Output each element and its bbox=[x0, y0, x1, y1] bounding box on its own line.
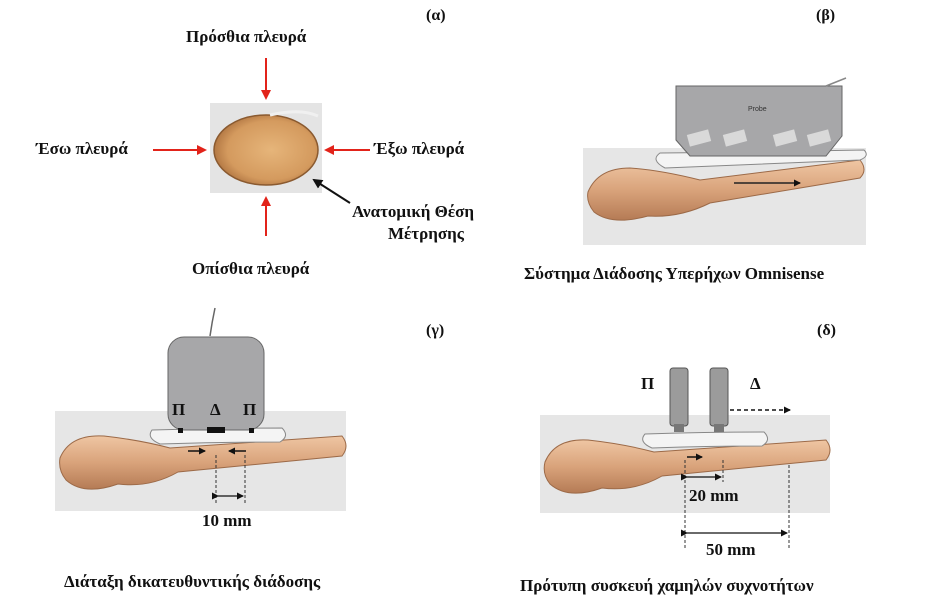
panel-c-graphic bbox=[55, 308, 346, 511]
distance-d-small: 20 mm bbox=[689, 486, 739, 506]
marker-c-right: Π bbox=[243, 400, 256, 420]
marker-c-center: Δ bbox=[210, 400, 221, 420]
gel-pad-d bbox=[643, 432, 768, 448]
label-medial-side: Έσω πλευρά bbox=[36, 139, 128, 159]
probe-label-b: Probe bbox=[748, 106, 767, 113]
marker-c-left: Π bbox=[172, 400, 185, 420]
panel-c-id: (γ) bbox=[426, 322, 444, 340]
caption-c: Διάταξη δικατευθυντικής διάδοσης bbox=[64, 572, 320, 592]
probe-b bbox=[676, 86, 842, 156]
panel-b-graphic bbox=[583, 78, 866, 245]
probe-receiver bbox=[710, 368, 728, 426]
label-lateral-side: Έξω πλευρά bbox=[374, 139, 464, 159]
panel-b-id: (β) bbox=[816, 7, 835, 25]
panel-a-graphic bbox=[153, 58, 370, 236]
label-measurement-site-line1: Ανατομική Θέση bbox=[352, 202, 474, 222]
bone-cross-section bbox=[214, 115, 318, 185]
label-anterior-side: Πρόσθια πλευρά bbox=[186, 27, 306, 47]
marker-d-right: Δ bbox=[750, 374, 761, 394]
marker-d-left: Π bbox=[641, 374, 654, 394]
distance-c: 10 mm bbox=[202, 511, 252, 531]
distance-d-large: 50 mm bbox=[706, 540, 756, 560]
label-measurement-site-line2: Μέτρησης bbox=[388, 224, 464, 244]
caption-d: Πρότυπη συσκευή χαμηλών συχνοτήτων bbox=[520, 576, 814, 596]
panel-d-graphic bbox=[540, 368, 830, 548]
label-posterior-side: Οπίσθια πλευρά bbox=[192, 259, 309, 279]
caption-b: Σύστημα Διάδοσης Υπερήχων Omnisense bbox=[524, 264, 824, 284]
panel-d-id: (δ) bbox=[817, 322, 836, 340]
probe-transmitter bbox=[670, 368, 688, 426]
panel-a-id: (α) bbox=[426, 7, 446, 25]
